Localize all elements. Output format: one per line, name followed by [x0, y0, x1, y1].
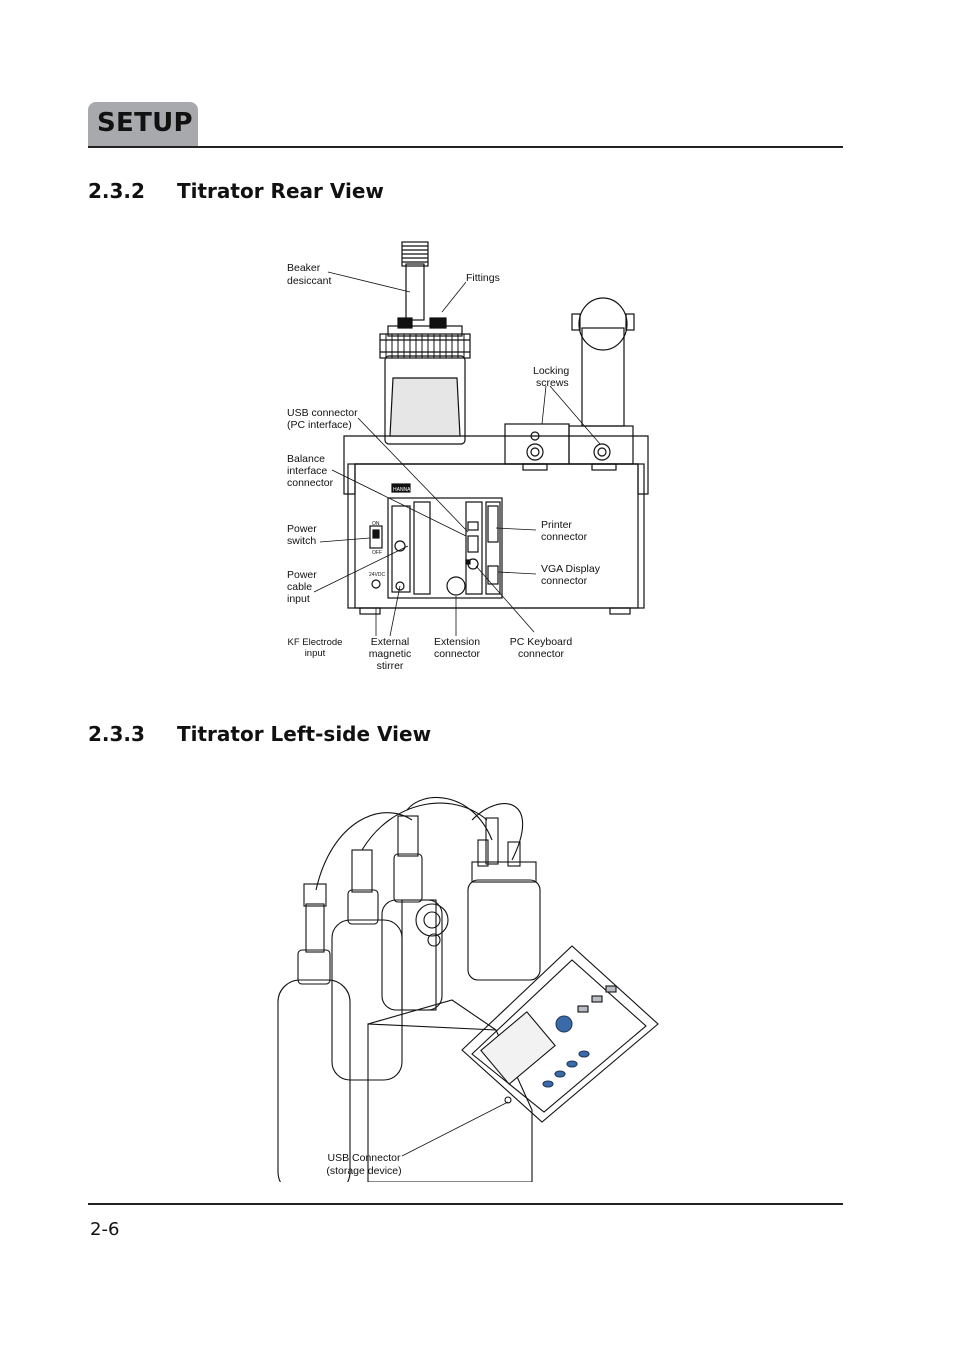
section-tab-label: SETUP	[97, 108, 193, 138]
holder-right	[568, 425, 634, 465]
section-tab: SETUP	[88, 102, 198, 146]
label-printer-2: connector	[541, 531, 588, 543]
label-vga-1: VGA Display	[541, 563, 601, 575]
label-kf-electrode-2: input	[305, 648, 326, 659]
mark-brand: HANNA	[393, 487, 411, 493]
section-title: Titrator Rear View	[177, 179, 384, 203]
label-balance-2: interface	[287, 465, 327, 477]
page-number: 2-6	[90, 1219, 120, 1240]
mark-on: ON	[372, 521, 380, 527]
label-stirrer-1: External	[371, 636, 410, 648]
label-usb-connector-2: (PC interface)	[287, 419, 352, 431]
section-number: 2.3.2	[88, 179, 145, 203]
power-switch-drawing	[369, 525, 383, 549]
label-balance-3: connector	[287, 477, 334, 489]
section-heading-side-view: 2.3.3 Titrator Left-side View	[88, 722, 431, 746]
label-power-switch-2: switch	[287, 535, 316, 547]
footer-rule	[88, 1203, 843, 1205]
label-power-cable-2: cable	[287, 581, 312, 593]
beaker	[384, 355, 466, 445]
side-view-drawing: USB Connector (storage device)	[277, 797, 659, 1195]
keypad-console	[461, 945, 659, 1123]
label-kf-electrode-1: KF Electrode	[288, 637, 343, 648]
section-title: Titrator Left-side View	[177, 722, 432, 746]
label-fittings: Fittings	[466, 272, 500, 284]
label-locking-screws-2: screws	[536, 377, 569, 389]
titration-vessel	[467, 879, 541, 981]
side-view-figure: USB Connector (storage device)	[272, 780, 672, 1195]
titrator-body	[367, 1023, 533, 1183]
label-usb-storage-2: (storage device)	[326, 1165, 401, 1177]
label-pc-keyboard-2: connector	[518, 648, 565, 660]
label-printer-1: Printer	[541, 519, 572, 531]
label-power-switch-1: Power	[287, 523, 317, 535]
label-power-cable-1: Power	[287, 569, 317, 581]
label-extension-1: Extension	[434, 636, 480, 648]
mark-voltage: 24VDC	[369, 572, 386, 578]
section-heading-rear-view: 2.3.2 Titrator Rear View	[88, 179, 384, 203]
rear-view-drawing: Beaker desiccant Fittings Locking screws…	[287, 241, 649, 672]
label-balance-1: Balance	[287, 453, 325, 465]
label-power-cable-3: input	[287, 593, 310, 605]
header-rule	[88, 146, 843, 148]
label-vga-2: connector	[541, 575, 588, 587]
label-usb-connector-1: USB connector	[287, 407, 358, 419]
label-beaker-desiccant-2: desiccant	[287, 275, 331, 287]
rear-panel	[387, 497, 503, 599]
rear-view-figure: Beaker desiccant Fittings Locking screws…	[280, 236, 660, 680]
label-locking-screws-1: Locking	[533, 365, 569, 377]
label-usb-storage-1: USB Connector	[328, 1152, 401, 1164]
label-beaker-desiccant-1: Beaker	[287, 262, 321, 274]
mark-off: OFF	[372, 550, 382, 556]
section-number: 2.3.3	[88, 722, 145, 746]
label-extension-2: connector	[434, 648, 481, 660]
label-stirrer-2: magnetic	[369, 648, 412, 660]
label-pc-keyboard-1: PC Keyboard	[510, 636, 573, 648]
label-stirrer-3: stirrer	[377, 660, 404, 672]
